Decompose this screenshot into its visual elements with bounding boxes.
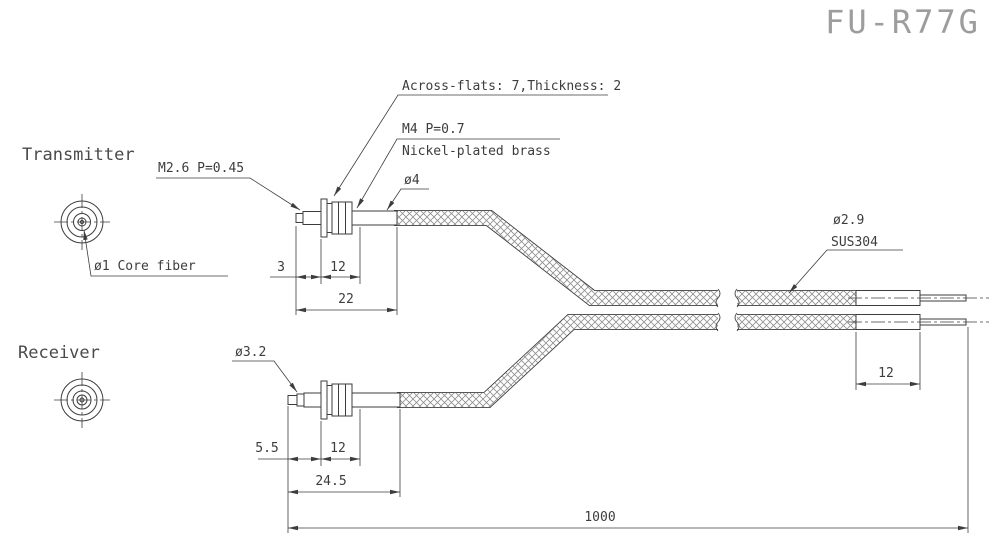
tx-hex-nut <box>331 201 353 235</box>
leader-dia29 <box>788 249 903 294</box>
transmitter-end-view <box>54 194 110 250</box>
callout-m26-thread: M2.6 P=0.45 <box>158 161 244 176</box>
dim-rx-tip-length: 5.5 <box>255 441 278 456</box>
leader-lines <box>83 94 903 393</box>
cable-break-mark <box>734 288 740 308</box>
callout-sheath-material: SUS304 <box>831 235 878 250</box>
tx-washer <box>326 203 333 233</box>
rx-tip <box>287 395 298 405</box>
callout-dia29: ø2.9 <box>833 213 864 228</box>
callout-dia4: ø4 <box>404 173 420 188</box>
dim-rx-thread-length: 12 <box>330 441 346 456</box>
extension-lines <box>287 226 969 533</box>
transmitter-cable <box>394 210 856 308</box>
cable-break-mark <box>715 288 721 308</box>
receiver-end-sleeve <box>848 314 989 330</box>
rx-washer <box>326 385 333 415</box>
callout-dia32: ø3.2 <box>235 345 266 360</box>
callout-m4-thread: M4 P=0.7 <box>402 122 465 137</box>
drawing-title: FU-R77G <box>825 3 981 41</box>
leader-across-flats <box>333 94 608 197</box>
rx-body <box>351 392 401 408</box>
callout-material: Nickel-plated brass <box>402 144 551 159</box>
receiver-head <box>287 380 401 420</box>
tx-flange <box>320 198 328 238</box>
tx-tip <box>295 213 304 223</box>
dimension-lines <box>258 274 968 531</box>
receiver-end-view <box>54 372 110 428</box>
rx-tip-ring <box>296 393 305 407</box>
transmitter-label: Transmitter <box>22 145 135 165</box>
receiver-label: Receiver <box>18 343 100 363</box>
tx-body <box>351 210 398 226</box>
rx-tip-cylinder <box>303 392 322 408</box>
dim-rx-body-length: 24.5 <box>315 474 346 489</box>
rx-flange <box>320 380 328 420</box>
dim-overall-length: 1000 <box>584 510 615 525</box>
leader-m26 <box>156 177 301 211</box>
rx-hex-nut <box>331 383 353 417</box>
cable-break-mark <box>734 312 740 332</box>
tx-tip-cylinder <box>302 211 322 225</box>
transmitter-head <box>295 198 398 238</box>
dim-tx-thread-length: 12 <box>330 260 346 275</box>
dim-tx-tip-length: 3 <box>277 260 285 275</box>
dim-end-sleeve-length: 12 <box>878 366 894 381</box>
callout-across-flats: Across-flats: 7,Thickness: 2 <box>402 79 621 94</box>
leader-m4 <box>356 138 560 209</box>
leader-core-fiber <box>83 229 228 277</box>
receiver-cable <box>397 312 856 408</box>
cable-break-mark <box>715 312 721 332</box>
leader-dia4 <box>386 188 429 211</box>
callout-core-fiber: ø1 Core fiber <box>94 259 196 274</box>
transmitter-end-sleeve <box>848 290 989 306</box>
dim-tx-body-length: 22 <box>338 292 354 307</box>
leader-dia32 <box>232 360 298 393</box>
